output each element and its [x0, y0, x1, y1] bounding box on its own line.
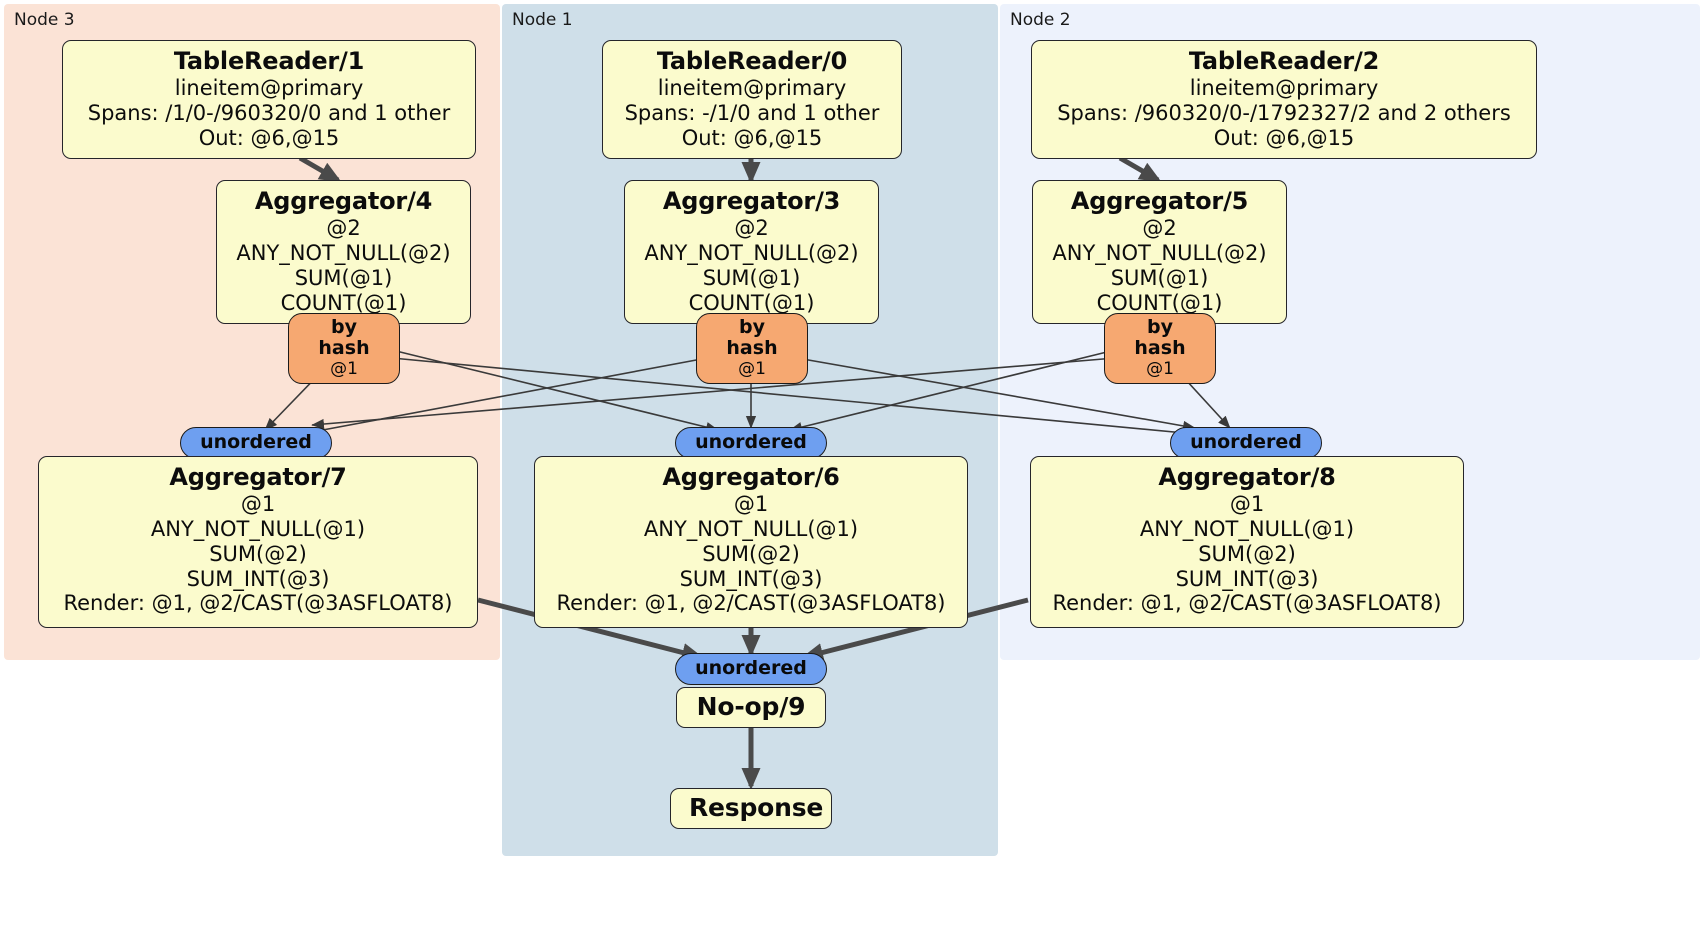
processor-line: @2: [734, 216, 769, 241]
processor-line: COUNT(@1): [688, 290, 815, 315]
processor-line: Out: @6,@15: [1213, 125, 1355, 150]
processor-line: SUM(@2): [209, 541, 307, 566]
processor-response[interactable]: Response: [670, 788, 832, 829]
processor-title: TableReader/0: [656, 47, 848, 75]
processor-tablereader2[interactable]: TableReader/2 lineitem@primary Spans: /9…: [1031, 40, 1537, 159]
processor-title: Aggregator/7: [169, 463, 347, 491]
processor-title: Aggregator/6: [662, 463, 840, 491]
processor-line: COUNT(@1): [1096, 290, 1223, 315]
processor-line: Render: @1, @2/CAST(@3ASFLOAT8): [1052, 591, 1442, 616]
processor-line: SUM(@1): [1110, 265, 1209, 290]
processor-title: TableReader/1: [173, 47, 365, 75]
processor-title: No-op/9: [696, 692, 806, 721]
processor-tablereader0[interactable]: TableReader/0 lineitem@primary Spans: -/…: [602, 40, 902, 159]
router-label: by hash: [726, 316, 778, 360]
processor-aggregator5[interactable]: Aggregator/5 @2 ANY_NOT_NULL(@2) SUM(@1)…: [1032, 180, 1287, 324]
node-panel-label-node3: Node 3: [14, 10, 75, 30]
processor-aggregator4[interactable]: Aggregator/4 @2 ANY_NOT_NULL(@2) SUM(@1)…: [216, 180, 471, 324]
processor-title: TableReader/2: [1188, 47, 1380, 75]
processor-line: SUM_INT(@3): [679, 566, 823, 591]
router-label: unordered: [1190, 431, 1302, 453]
processor-line: @2: [1142, 216, 1177, 241]
processor-line: ANY_NOT_NULL(@1): [150, 517, 366, 542]
processor-title: Aggregator/4: [254, 187, 433, 215]
processor-title: Aggregator/5: [1070, 187, 1249, 215]
processor-line: SUM(@2): [702, 541, 800, 566]
processor-line: lineitem@primary: [174, 76, 364, 101]
processor-line: ANY_NOT_NULL(@1): [643, 517, 859, 542]
router-sublabel: @1: [738, 358, 766, 379]
processor-line: @1: [1229, 492, 1265, 517]
processor-title: Aggregator/8: [1158, 463, 1336, 491]
processor-line: Render: @1, @2/CAST(@3ASFLOAT8): [556, 591, 946, 616]
router-label: unordered: [695, 657, 807, 679]
processor-line: Spans: /960320/0-/1792327/2 and 2 others: [1057, 101, 1511, 126]
processor-line: @1: [733, 492, 769, 517]
router-by-hash-node2[interactable]: by hash @1: [1104, 313, 1216, 384]
router-unordered-node3[interactable]: unordered: [180, 427, 332, 460]
processor-line: COUNT(@1): [280, 290, 407, 315]
router-unordered-node1[interactable]: unordered: [675, 427, 827, 460]
processor-aggregator7[interactable]: Aggregator/7 @1 ANY_NOT_NULL(@1) SUM(@2)…: [38, 456, 478, 628]
processor-aggregator8[interactable]: Aggregator/8 @1 ANY_NOT_NULL(@1) SUM(@2)…: [1030, 456, 1464, 628]
processor-line: Out: @6,@15: [681, 125, 823, 150]
processor-tablereader1[interactable]: TableReader/1 lineitem@primary Spans: /1…: [62, 40, 476, 159]
processor-line: ANY_NOT_NULL(@1): [1139, 517, 1355, 542]
processor-line: Spans: /1/0-/960320/0 and 1 other: [87, 101, 451, 126]
processor-line: SUM(@1): [294, 265, 393, 290]
router-unordered-final[interactable]: unordered: [675, 653, 827, 686]
node-panel-label-node2: Node 2: [1010, 10, 1071, 30]
router-sublabel: @1: [1146, 358, 1174, 379]
router-label: by hash: [318, 316, 370, 360]
processor-line: SUM_INT(@3): [186, 566, 330, 591]
processor-title: Aggregator/3: [662, 187, 841, 215]
processor-line: SUM(@2): [1198, 541, 1296, 566]
processor-noop9[interactable]: No-op/9: [676, 687, 826, 728]
router-label: unordered: [695, 431, 807, 453]
router-by-hash-node3[interactable]: by hash @1: [288, 313, 400, 384]
router-label: by hash: [1134, 316, 1186, 360]
processor-line: ANY_NOT_NULL(@2): [644, 241, 859, 266]
processor-aggregator3[interactable]: Aggregator/3 @2 ANY_NOT_NULL(@2) SUM(@1)…: [624, 180, 879, 324]
processor-aggregator6[interactable]: Aggregator/6 @1 ANY_NOT_NULL(@1) SUM(@2)…: [534, 456, 968, 628]
processor-line: lineitem@primary: [657, 76, 847, 101]
processor-line: lineitem@primary: [1189, 76, 1379, 101]
processor-line: @1: [240, 492, 276, 517]
processor-line: ANY_NOT_NULL(@2): [1052, 241, 1267, 266]
processor-line: Render: @1, @2/CAST(@3ASFLOAT8): [63, 591, 453, 616]
router-label: unordered: [200, 431, 312, 453]
processor-line: SUM(@1): [702, 265, 801, 290]
processor-line: Spans: -/1/0 and 1 other: [624, 101, 880, 126]
processor-line: @2: [326, 216, 361, 241]
processor-line: Out: @6,@15: [198, 125, 340, 150]
router-sublabel: @1: [330, 358, 358, 379]
router-unordered-node2[interactable]: unordered: [1170, 427, 1322, 460]
processor-line: SUM_INT(@3): [1175, 566, 1319, 591]
node-panel-label-node1: Node 1: [512, 10, 573, 30]
processor-line: ANY_NOT_NULL(@2): [236, 241, 451, 266]
processor-title: Response: [689, 793, 824, 822]
router-by-hash-node1[interactable]: by hash @1: [696, 313, 808, 384]
